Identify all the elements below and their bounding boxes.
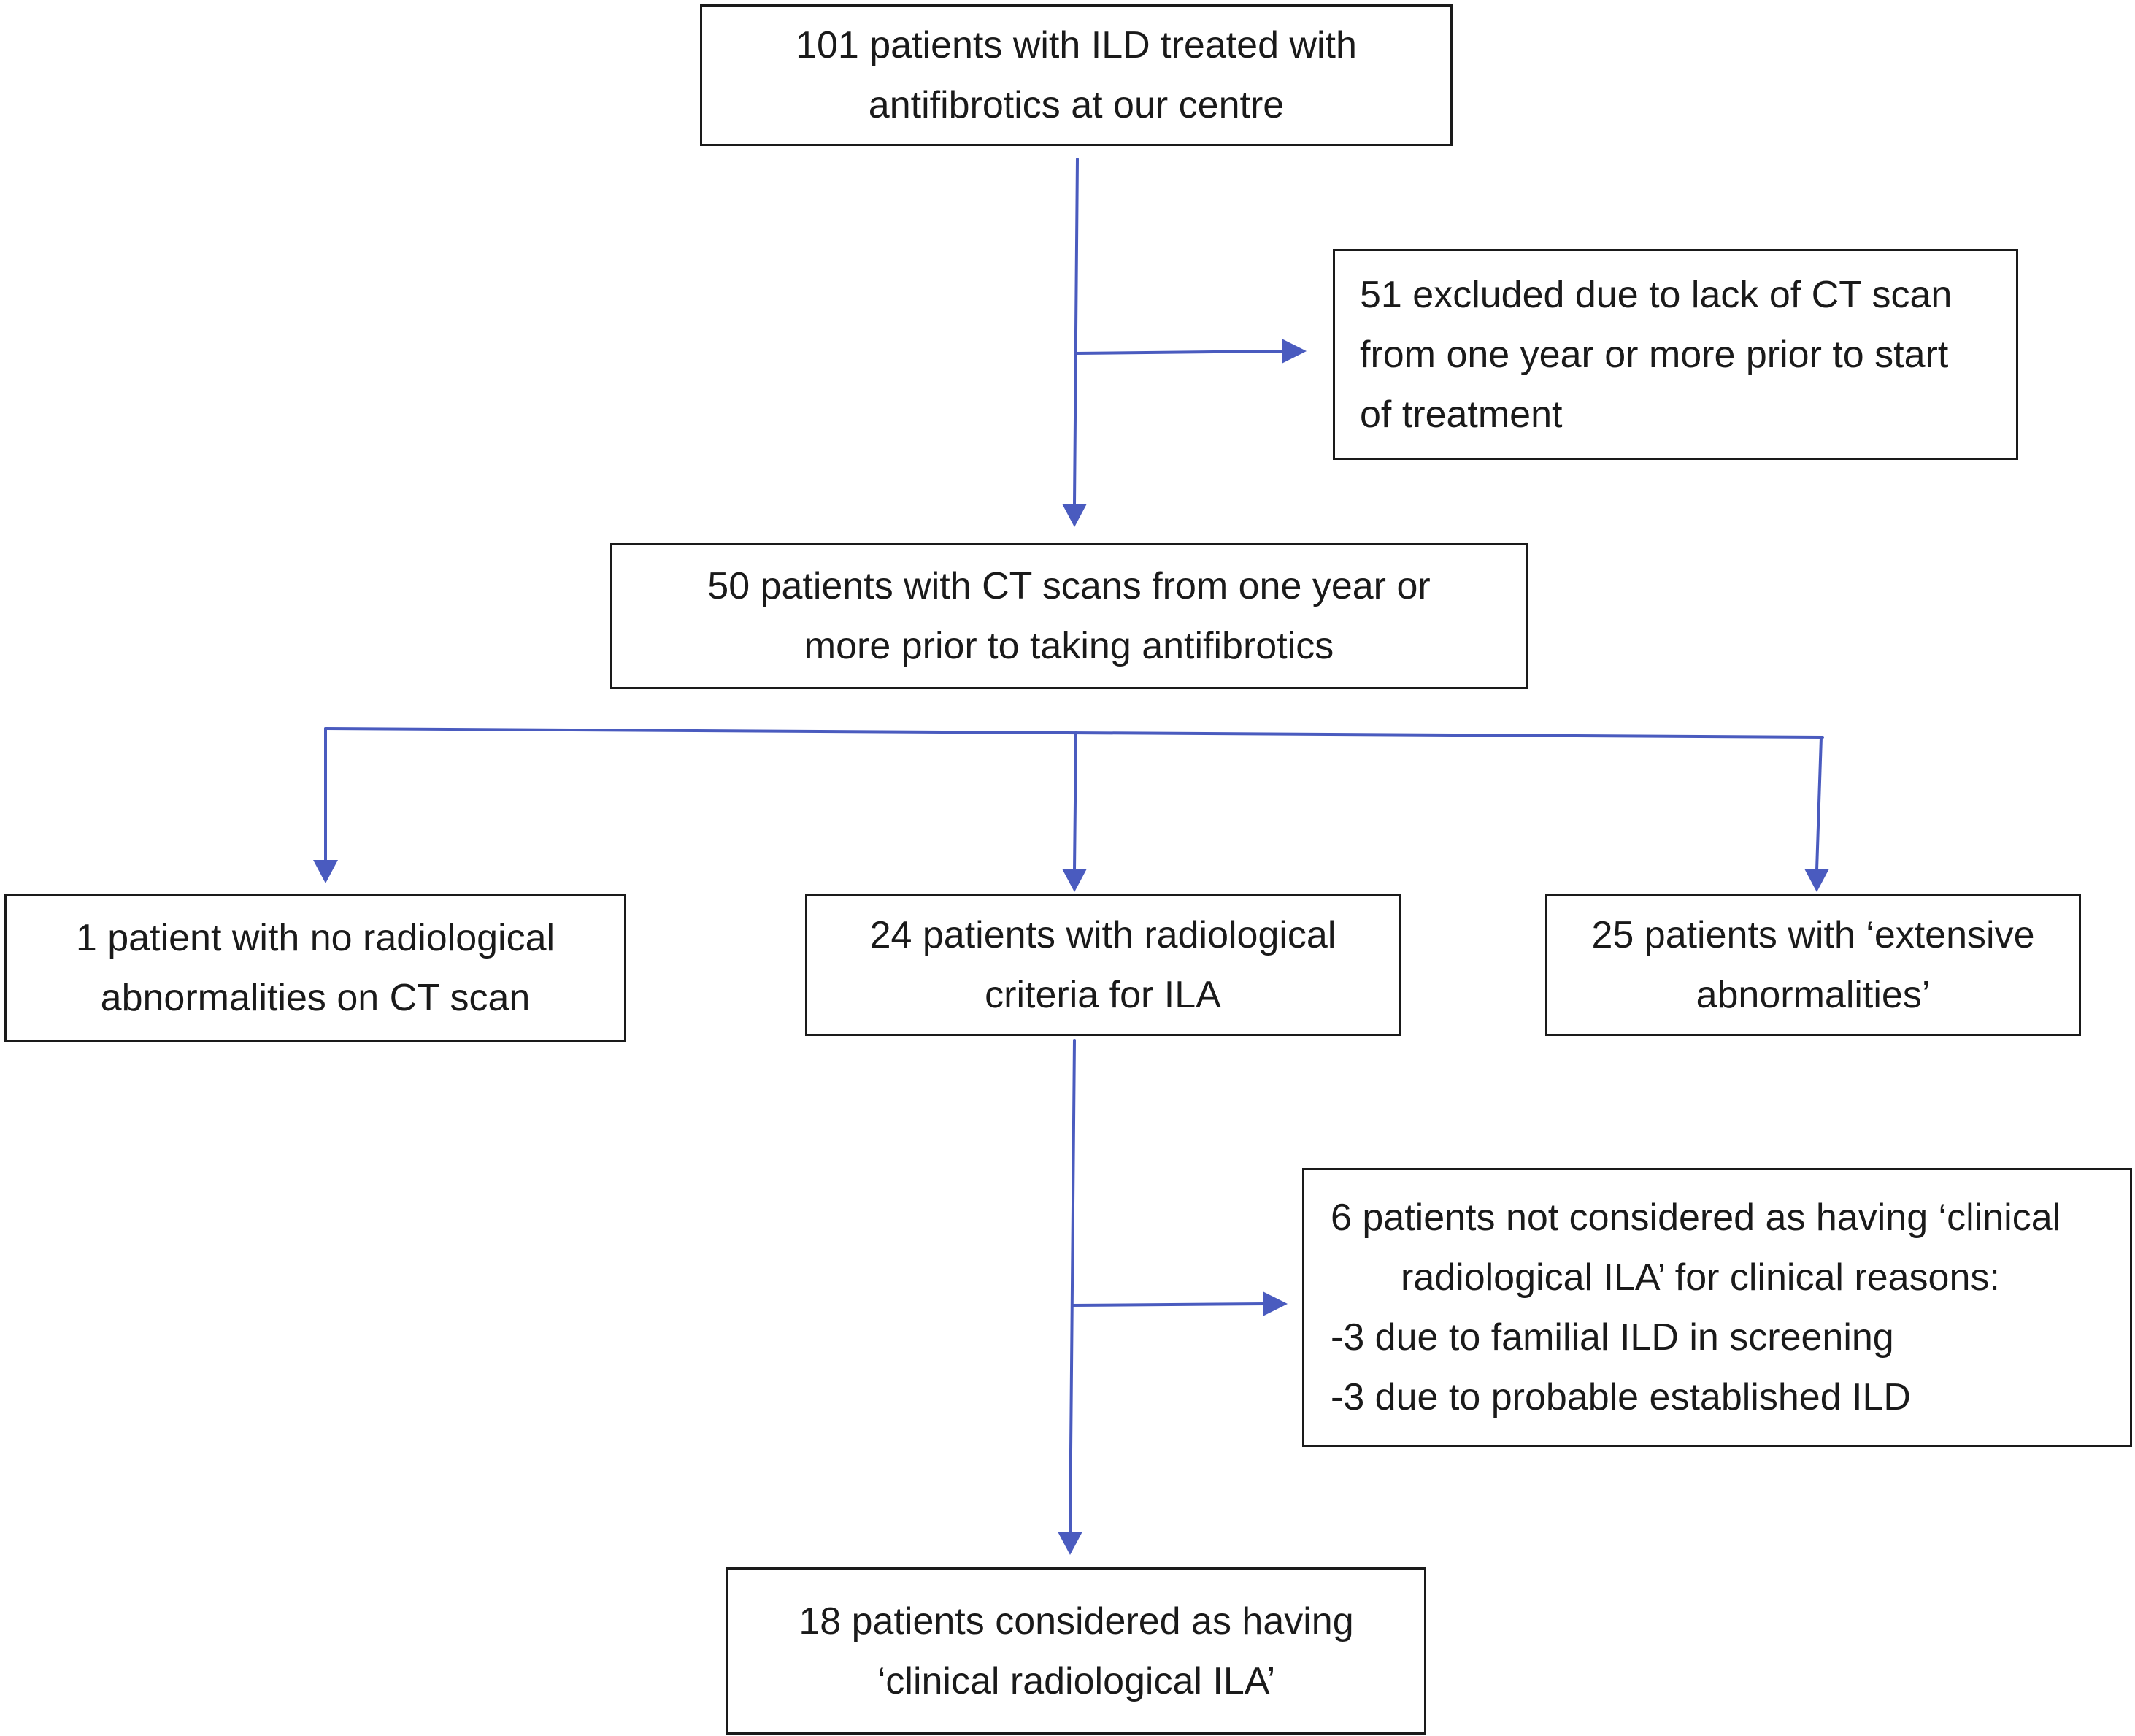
box-not-considered-line-1: 6 patients not considered as having ‘cli… (1331, 1197, 2061, 1239)
box-extensive-line-2: abnormalities’ (1696, 974, 1931, 1016)
box-not-considered-line-2: radiological ILA’ for clinical reasons: (1401, 1256, 2000, 1299)
box-no-abnormalities: 1 patient with no radiological abnormali… (4, 894, 626, 1042)
box-ct-scan-patients: 50 patients with CT scans from one year … (610, 543, 1528, 689)
connector-branch-to-excluded (1074, 350, 1288, 355)
arrowhead-to-final (1058, 1532, 1082, 1555)
arrowheads (313, 339, 1829, 1555)
box-ct-line-2: more prior to taking antifibrotics (804, 625, 1334, 667)
box-clinical-radiological-ila: 18 patients considered as having ‘clinic… (726, 1567, 1426, 1735)
box-final-line-1: 18 patients considered as having (799, 1599, 1354, 1643)
box-not-considered-line-3: -3 due to familial ILD in screening (1331, 1316, 1894, 1359)
box-ila-criteria: 24 patients with radiological criteria f… (805, 894, 1401, 1036)
arrowhead-to-notconsidered (1263, 1291, 1288, 1316)
box-excluded-line-1: 51 excluded due to lack of CT scan (1360, 273, 1953, 316)
box-extensive-line-1: 25 patients with ‘extensive (1591, 914, 2035, 956)
box-ct-line-1: 50 patients with CT scans from one year … (707, 565, 1431, 607)
connector-split-to-ila (1073, 731, 1077, 872)
box-ila-criteria-line-2: criteria for ILA (985, 974, 1221, 1016)
box-not-considered-clinical-ila: 6 patients not considered as having ‘cli… (1302, 1168, 2132, 1447)
arrowhead-to-ct (1062, 504, 1087, 527)
box-ila-criteria-line-1: 24 patients with radiological (869, 914, 1336, 956)
connector-start-to-ct (1073, 158, 1079, 505)
connector-split-to-extensive (1815, 736, 1823, 872)
box-all-patients: 101 patients with ILD treated with antif… (700, 4, 1453, 146)
box-excluded-patients: 51 excluded due to lack of CT scan from … (1333, 249, 2018, 460)
box-all-patients-line-1: 101 patients with ILD treated with (796, 24, 1357, 66)
box-not-considered-line-4: -3 due to probable established ILD (1331, 1376, 1911, 1418)
arrowhead-to-ila (1062, 869, 1087, 892)
arrowhead-to-extensive (1804, 869, 1829, 892)
connector-branch-to-notconsidered (1071, 1302, 1267, 1307)
box-excluded-line-3: of treatment (1360, 393, 1563, 436)
box-all-patients-line-2: antifibrotics at our centre (868, 84, 1285, 126)
connector-split-bar (324, 727, 1824, 739)
box-final-line-2: ‘clinical radiological ILA’ (877, 1659, 1276, 1702)
arrowhead-to-excluded (1282, 339, 1307, 364)
box-extensive-abnormalities: 25 patients with ‘extensive abnormalitie… (1545, 894, 2081, 1036)
box-excluded-line-2: from one year or more prior to start (1360, 333, 1949, 376)
arrowhead-to-normal (313, 860, 338, 883)
box-no-abnormalities-line-2: abnormalities on CT scan (100, 977, 531, 1019)
connector-ila-to-final (1069, 1039, 1076, 1535)
box-no-abnormalities-line-1: 1 patient with no radiological (75, 917, 555, 959)
